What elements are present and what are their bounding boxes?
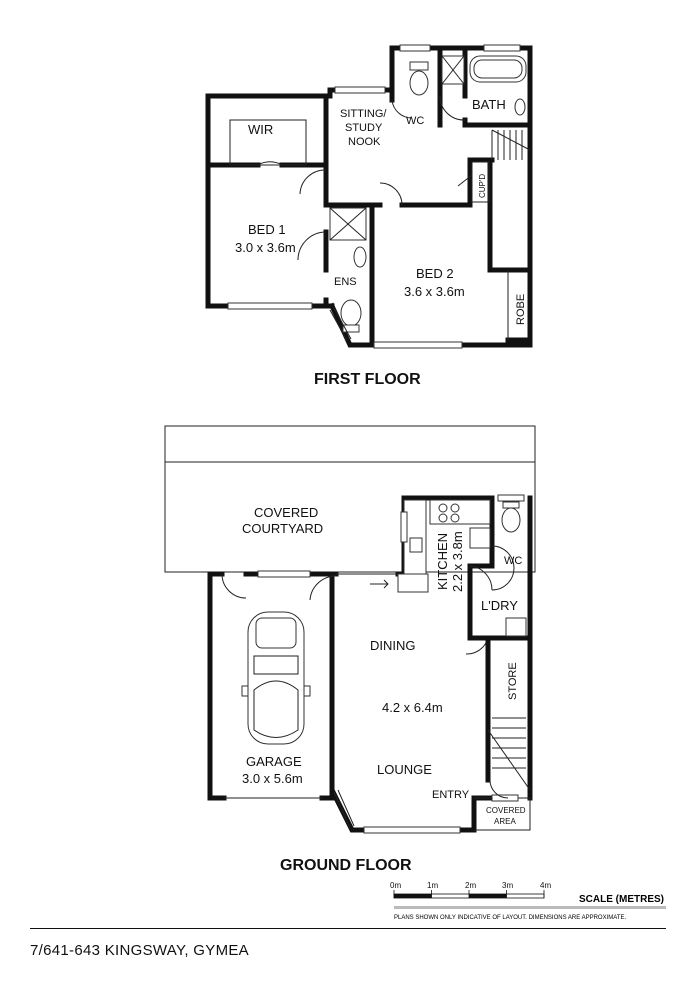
ground-floor-title: GROUND FLOOR [280, 857, 412, 874]
room-label-courtyard-line1: COVERED [254, 505, 318, 520]
room-label-wc-ground: WC [504, 555, 522, 567]
property-address: 7/641-643 KINGSWAY, GYMEA [30, 942, 249, 959]
room-label-courtyard-line2: COURTYARD [242, 521, 323, 536]
room-label-living-size: 4.2 x 6.4m [382, 700, 443, 715]
scale-tick-4: 4m [540, 881, 551, 890]
first-floor-plan [205, 44, 533, 349]
room-label-bath: BATH [472, 97, 506, 112]
room-label-kitchen-size: 2.2 x 3.8m [450, 531, 465, 592]
room-label-entry: ENTRY [432, 789, 470, 801]
scale-disclaimer: PLANS SHOWN ONLY INDICATIVE OF LAYOUT. D… [394, 915, 626, 921]
room-label-lounge: LOUNGE [377, 762, 432, 777]
car-icon [241, 611, 311, 745]
scale-tick-2: 2m [465, 881, 476, 890]
room-label-laundry: L'DRY [481, 598, 518, 613]
room-label-bed2-size: 3.6 x 3.6m [404, 284, 465, 299]
room-label-store: STORE [507, 662, 519, 700]
room-label-bed1-size: 3.0 x 3.6m [235, 240, 296, 255]
room-label-covered-area-line2: AREA [494, 817, 516, 826]
room-label-wir: WIR [248, 122, 273, 137]
room-label-garage: GARAGE [246, 754, 302, 769]
ground-floor-plan [164, 425, 536, 834]
room-label-bed2: BED 2 [416, 266, 454, 281]
room-label-ens: ENS [334, 276, 357, 288]
room-label-bed1: BED 1 [248, 222, 286, 237]
room-label-robe: ROBE [515, 294, 527, 325]
room-label-dining: DINING [370, 638, 416, 653]
room-label-sitting-line2: STUDY [345, 122, 383, 134]
room-label-sitting-line1: SITTING/ [340, 108, 387, 120]
scale-title: SCALE (METRES) [579, 894, 664, 905]
room-label-garage-size: 3.0 x 5.6m [242, 771, 303, 786]
footer-divider [30, 928, 666, 929]
room-label-cupd: CUP'D [478, 174, 487, 198]
first-floor-title: FIRST FLOOR [314, 371, 421, 388]
room-label-covered-area-line1: COVERED [486, 806, 526, 815]
room-label-sitting-line3: NOOK [348, 136, 381, 148]
scale-bar [393, 890, 666, 909]
room-label-kitchen: KITCHEN [435, 533, 450, 590]
room-label-wc-first: WC [406, 115, 424, 127]
scale-tick-3: 3m [502, 881, 513, 890]
scale-tick-1: 1m [427, 881, 438, 890]
scale-tick-0: 0m [390, 881, 401, 890]
